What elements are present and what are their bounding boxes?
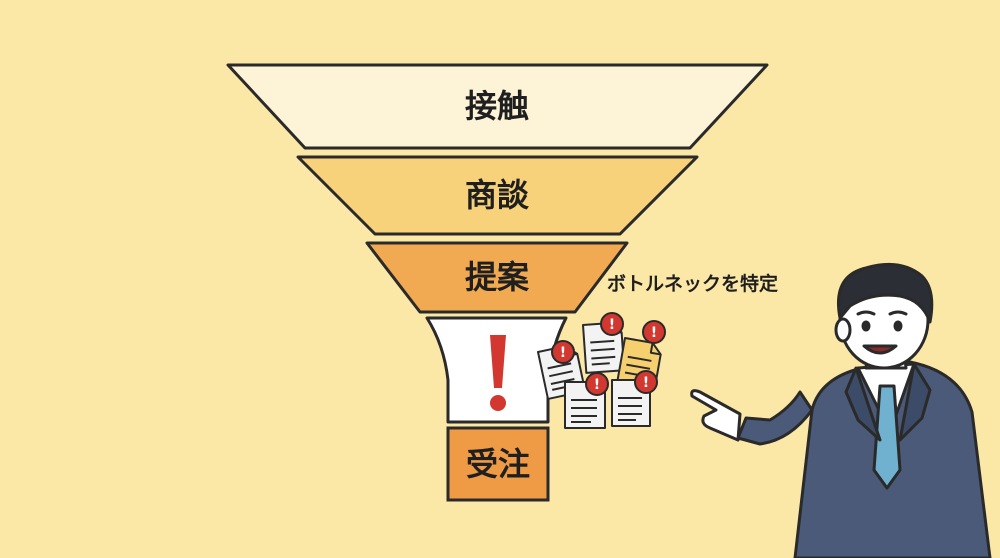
funnel-stage-3-shape (365, 241, 629, 314)
bottleneck-annotation: ボトルネックを特定 (607, 272, 778, 295)
warning-badges: ! ! ! ! ! (551, 312, 666, 396)
funnel-stage-2-label: 商談 (465, 176, 530, 214)
funnel-stage-3-label: 提案 (465, 258, 530, 296)
warning-badge-icon: ! (634, 370, 658, 394)
svg-text:!: ! (594, 377, 600, 393)
businessman-pointing (690, 262, 992, 558)
warning-badge-icon: ! (551, 340, 575, 364)
svg-text:!: ! (651, 325, 657, 341)
svg-text:!: ! (643, 375, 649, 391)
warning-badge-icon: ! (600, 312, 624, 336)
svg-text:!: ! (609, 317, 615, 333)
bottleneck-exclamation-icon (490, 335, 506, 411)
funnel-stage-1-label: 接触 (465, 87, 529, 125)
warning-badge-icon: ! (585, 372, 609, 396)
svg-text:!: ! (560, 345, 566, 361)
funnel-stage-2-shape (296, 155, 699, 236)
funnel-stage-4-shape (446, 426, 550, 502)
funnel-stage-4-label: 受注 (466, 445, 530, 483)
warning-badge-icon: ! (642, 320, 666, 344)
funnel-stage-1-shape (226, 63, 769, 150)
